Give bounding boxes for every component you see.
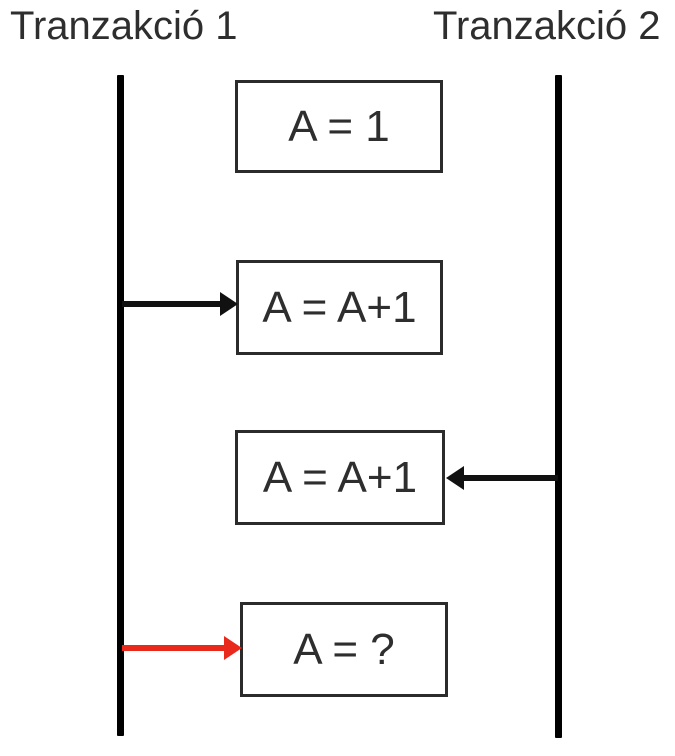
step-label-update-t2: A = A+1 xyxy=(262,452,418,502)
arrow-transaction2-to-update-icon xyxy=(446,466,558,490)
arrowhead-right-red-icon xyxy=(224,636,242,660)
step-box-update-t1: A = A+1 xyxy=(236,260,443,355)
step-label-update-t1: A = A+1 xyxy=(262,282,417,332)
arrowhead-right-icon xyxy=(220,292,238,316)
step-box-result-unknown: A = ? xyxy=(240,602,448,697)
arrow-transaction1-to-update-icon xyxy=(122,292,238,316)
column-label-transaction-2: Tranzakció 2 xyxy=(433,4,661,48)
step-box-initial-value: A = 1 xyxy=(235,80,443,173)
arrow-shaft xyxy=(464,475,558,481)
step-box-update-t2: A = A+1 xyxy=(235,430,445,525)
arrow-shaft-red xyxy=(122,645,224,651)
lifeline-transaction-1 xyxy=(117,75,124,736)
arrow-transaction1-to-result-icon xyxy=(122,636,242,660)
arrow-shaft xyxy=(122,301,220,307)
lifeline-transaction-2 xyxy=(555,75,562,738)
step-label-initial-value: A = 1 xyxy=(288,101,390,151)
step-label-result-unknown: A = ? xyxy=(293,624,395,674)
column-label-transaction-1: Tranzakció 1 xyxy=(10,4,238,48)
arrowhead-left-icon xyxy=(446,466,464,490)
